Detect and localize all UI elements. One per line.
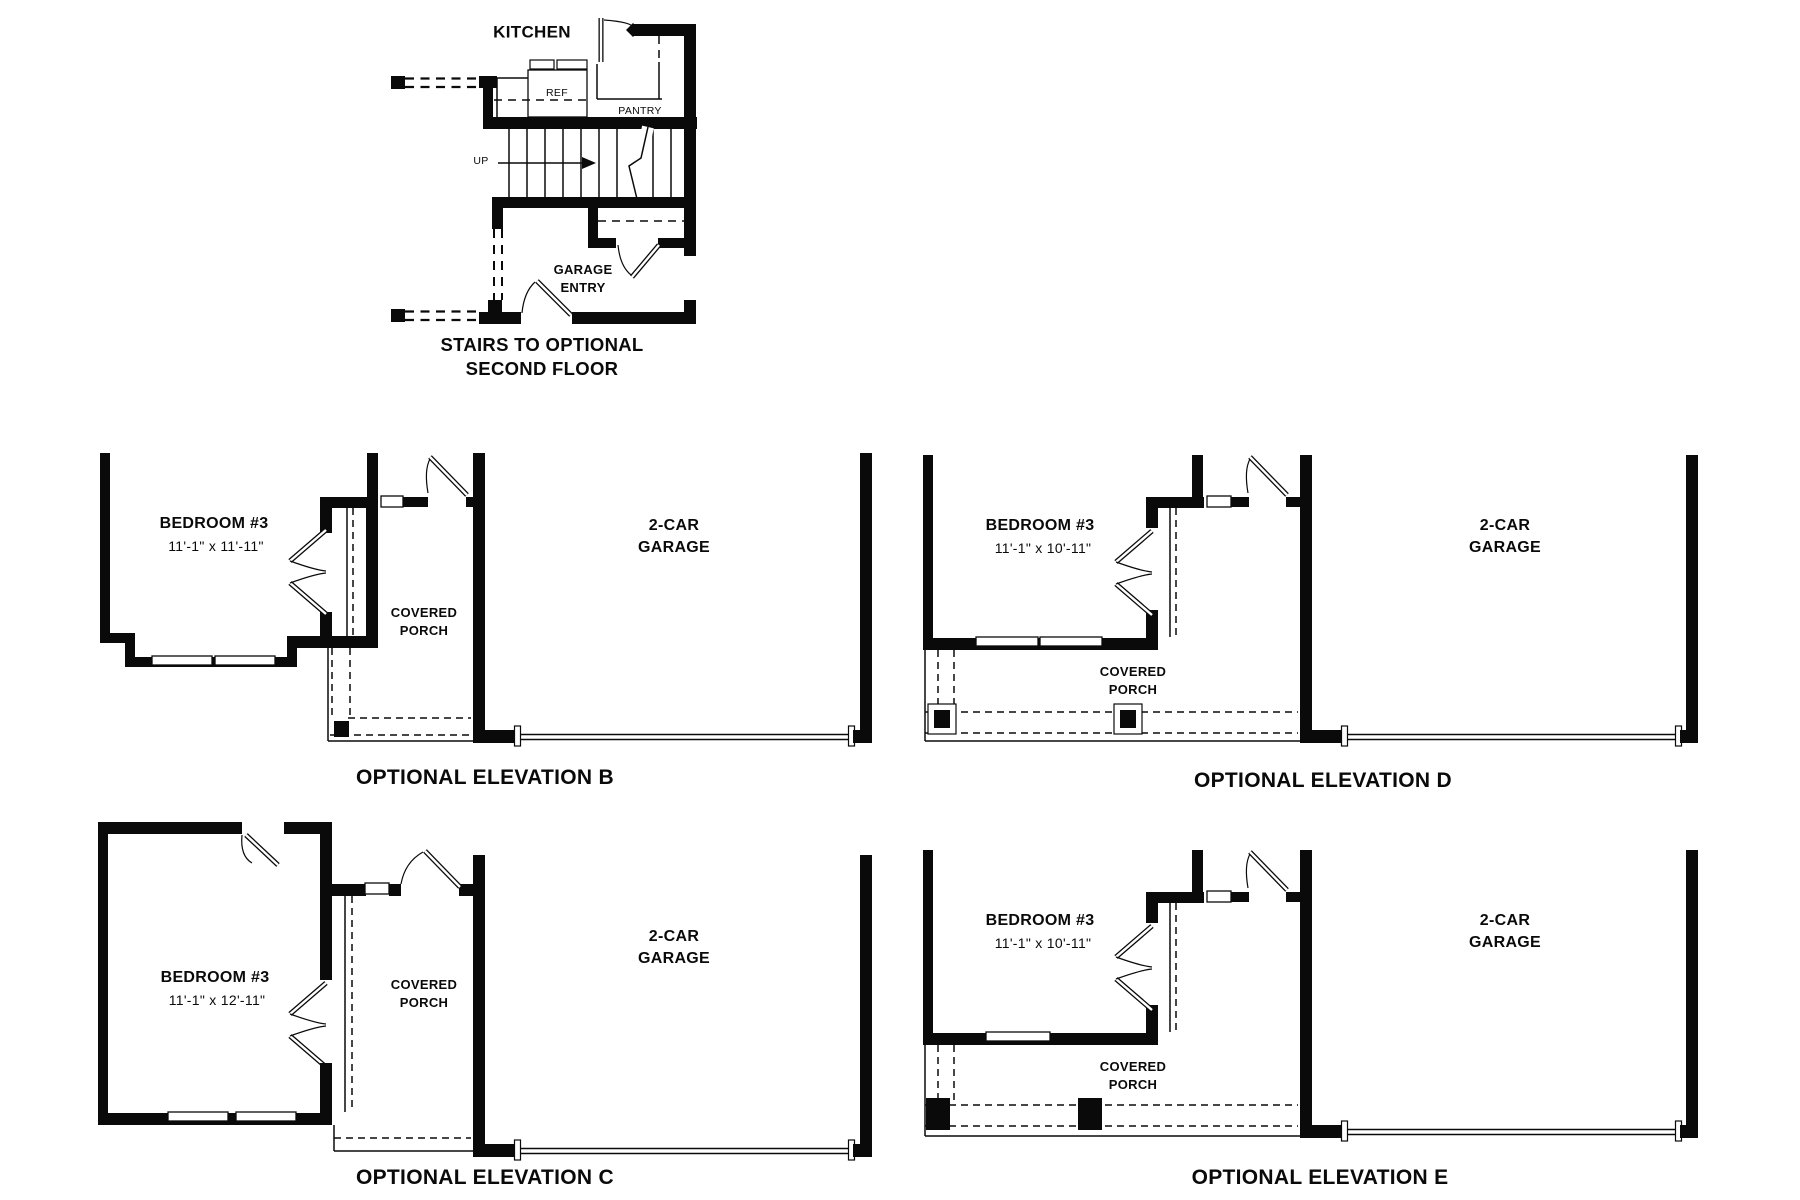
ref-label: REF — [546, 87, 568, 99]
door-swing — [241, 833, 280, 867]
window — [1039, 636, 1103, 647]
door-swing — [521, 279, 573, 317]
wall-post — [391, 309, 405, 322]
window — [1206, 495, 1232, 508]
window — [364, 882, 390, 895]
french-doors — [1114, 529, 1154, 617]
garage-door — [473, 1139, 872, 1161]
garage-label-b: 2-CAR GARAGE — [637, 517, 711, 556]
bedroom3-label-c: BEDROOM #3 — [160, 969, 270, 986]
porch-post — [334, 721, 349, 737]
elevation-d-drawing — [923, 455, 1698, 747]
covered-porch-label-c: COVERED PORCH — [390, 977, 458, 1010]
stair-treads — [498, 125, 672, 201]
caption-elevation-b: OPTIONAL ELEVATION B — [355, 766, 615, 789]
refrigerator — [527, 69, 588, 118]
bedroom3-dims-e: 11'-1" x 10'-11" — [994, 935, 1092, 951]
door-swing — [425, 455, 469, 497]
french-doors — [288, 528, 328, 616]
garage-door — [473, 725, 872, 747]
window — [985, 1031, 1051, 1042]
bedroom3-dims-c: 11'-1" x 12'-11" — [168, 992, 266, 1008]
window — [235, 1111, 297, 1122]
bedroom3-label-e: BEDROOM #3 — [985, 912, 1095, 929]
bedroom3-label-d: BEDROOM #3 — [985, 517, 1095, 534]
up-label: UP — [473, 155, 489, 167]
french-doors — [1114, 924, 1154, 1012]
kitchen-label: KITCHEN — [493, 22, 571, 42]
stairs-caption: STAIRS TO OPTIONAL SECOND FLOOR — [440, 334, 644, 379]
porch-post — [926, 1098, 950, 1130]
porch-post — [1113, 703, 1143, 735]
pantry-label: PANTRY — [618, 105, 662, 117]
door-swing — [1245, 455, 1289, 497]
porch-post — [1078, 1098, 1102, 1130]
porch-post — [927, 703, 957, 735]
garage-door — [1300, 1120, 1698, 1142]
covered-porch-label-b: COVERED PORCH — [390, 605, 458, 638]
door-swing — [1245, 850, 1289, 892]
garage-label-c: 2-CAR GARAGE — [637, 928, 711, 967]
window — [167, 1111, 229, 1122]
up-arrow-icon — [582, 157, 596, 169]
pantry-closet — [596, 36, 662, 100]
caption-elevation-d: OPTIONAL ELEVATION D — [1193, 769, 1453, 792]
covered-porch-label-e: COVERED PORCH — [1099, 1059, 1167, 1092]
door-swing — [598, 18, 640, 62]
wall-post — [391, 76, 405, 89]
caption-elevation-e: OPTIONAL ELEVATION E — [1191, 1166, 1449, 1189]
door-swing — [617, 243, 661, 279]
stairs-kitchen-plan — [391, 18, 697, 324]
window — [214, 655, 276, 666]
covered-porch-label-d: COVERED PORCH — [1099, 664, 1167, 697]
french-doors — [288, 981, 328, 1069]
window — [380, 495, 404, 508]
window — [151, 655, 213, 666]
garage-entry-label: GARAGE ENTRY — [553, 262, 613, 295]
elevation-e-drawing — [923, 850, 1698, 1142]
bedroom3-dims-b: 11'-1" x 11'-11" — [168, 538, 264, 554]
elevation-b-drawing — [100, 453, 872, 747]
window — [975, 636, 1039, 647]
caption-elevation-c: OPTIONAL ELEVATION C — [355, 1166, 615, 1189]
garage-door — [1300, 725, 1698, 747]
elevation-c-drawing — [98, 822, 872, 1161]
bedroom3-label-b: BEDROOM #3 — [159, 515, 269, 532]
garage-label-d: 2-CAR GARAGE — [1468, 517, 1542, 556]
garage-label-e: 2-CAR GARAGE — [1468, 912, 1542, 951]
bedroom3-dims-d: 11'-1" x 10'-11" — [994, 540, 1092, 556]
window — [1206, 890, 1232, 903]
door-swing — [400, 849, 462, 889]
